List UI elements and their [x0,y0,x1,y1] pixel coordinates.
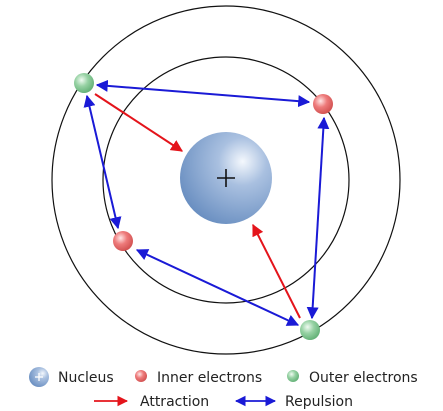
outer-orbit [51,5,401,355]
inner-electron-top-right [313,94,333,114]
legend-repulsion-label: Repulsion [285,394,353,410]
nucleus-plus-sign [217,169,235,187]
repulsion-arrow-left [83,94,122,230]
outer-electron-bottom-right [300,320,320,340]
legend-nucleus-plus-icon [35,373,43,381]
legend-inner-electron-swatch [135,370,147,382]
repulsion-arrow-top [95,79,311,108]
legend-inner-electrons-label: Inner electrons [157,370,262,386]
repulsion-arrow-bottom [135,249,300,326]
legend: Nucleus Inner electrons Outer electrons … [29,367,418,410]
outer-electron-top-left [74,73,94,93]
legend-outer-electron-swatch [287,370,299,382]
legend-nucleus-label: Nucleus [58,370,114,386]
attraction-arrow-bottom-right [252,223,301,319]
legend-outer-electrons-label: Outer electrons [309,370,418,386]
legend-attraction-label: Attraction [140,394,209,410]
inner-electron-bottom-left [113,231,133,251]
repulsion-arrow-right [306,116,330,320]
attraction-arrow-top-left [94,93,184,152]
